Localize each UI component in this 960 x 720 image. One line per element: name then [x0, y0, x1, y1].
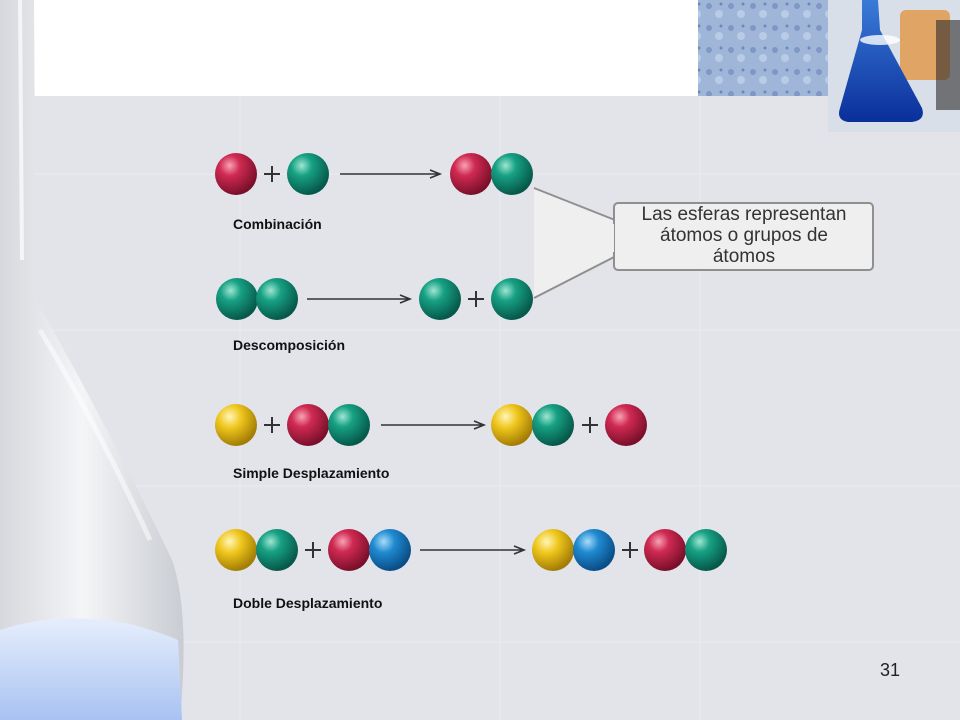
green-atom	[287, 153, 329, 195]
callout-text: Las esferas representan átomos o grupos …	[616, 204, 872, 267]
microscope-photo	[698, 0, 828, 96]
reaction-arrow	[420, 545, 527, 555]
reaction-arrow	[381, 420, 487, 430]
beaker-photo	[828, 0, 960, 132]
label-combinacion: Combinación	[233, 216, 322, 232]
reactions-diagram	[215, 153, 727, 571]
callout-bubble	[533, 187, 874, 299]
green-atom	[256, 278, 298, 320]
plus-sign	[305, 542, 321, 558]
reaction-arrow	[340, 169, 443, 179]
yellow-atom	[215, 529, 257, 571]
label-doble-desplazamiento: Doble Desplazamiento	[233, 595, 383, 611]
callout-line: Las esferas representan	[641, 204, 847, 225]
green-atom	[256, 529, 298, 571]
green-atom	[491, 153, 533, 195]
plus-sign	[264, 417, 280, 433]
green-atom	[328, 404, 370, 446]
red-atom	[328, 529, 370, 571]
blue-atom	[369, 529, 411, 571]
callout-line: átomos	[712, 246, 776, 267]
label-descomposicion: Descomposición	[233, 337, 346, 353]
red-atom	[450, 153, 492, 195]
green-atom	[419, 278, 461, 320]
red-atom	[215, 153, 257, 195]
blue-atom	[573, 529, 615, 571]
red-atom	[287, 404, 329, 446]
plus-sign	[264, 166, 280, 182]
green-atom	[532, 404, 574, 446]
slide-number: 31	[880, 660, 901, 680]
red-atom	[605, 404, 647, 446]
green-atom	[685, 529, 727, 571]
yellow-atom	[491, 404, 533, 446]
label-simple-desplazamiento: Simple Desplazamiento	[233, 465, 390, 481]
green-atom	[216, 278, 258, 320]
plus-sign	[582, 417, 598, 433]
plus-sign	[468, 291, 484, 307]
yellow-atom	[532, 529, 574, 571]
green-atom	[491, 278, 533, 320]
reaction-arrow	[307, 294, 413, 304]
callout-line: átomos o grupos de	[660, 225, 828, 246]
yellow-atom	[215, 404, 257, 446]
flask-image	[0, 0, 184, 720]
red-atom	[644, 529, 686, 571]
plus-sign	[622, 542, 638, 558]
